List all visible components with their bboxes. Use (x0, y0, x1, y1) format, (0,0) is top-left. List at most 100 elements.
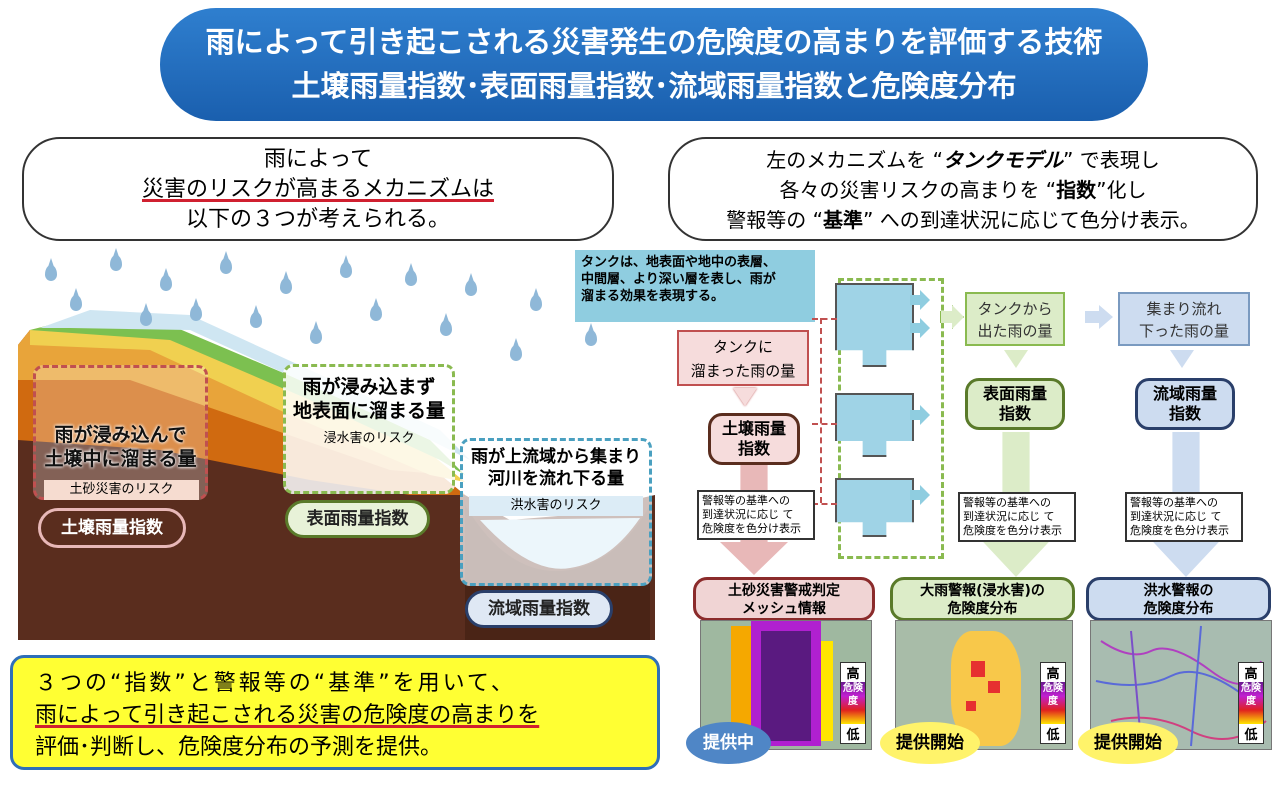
product-title-surface: 大雨警報(浸水害)の 危険度分布 (890, 577, 1075, 621)
surface-risk-label: 浸水害のリスク (323, 431, 415, 446)
tank-desc-line2: 中間層、より深い層を表し、雨が (581, 272, 776, 287)
river-risk-label: 洪水害のリスク (469, 496, 643, 516)
raindrop-icon (190, 298, 202, 321)
note-soil-2: 到達状況に応じ て (702, 508, 794, 521)
product-river-line2: 危険度分布 (1143, 601, 1214, 617)
soil-risk-label: 土砂災害のリスク (44, 480, 199, 500)
flowdown-label-2: 下った雨の量 (1138, 322, 1229, 340)
soil-index-box-1: 土壌雨量 (721, 419, 786, 438)
river-index-box-2: 指数 (1168, 404, 1201, 423)
raindrop-icon (310, 321, 322, 344)
rb-l1c: ” で表現し (1063, 148, 1160, 172)
summary-line2: 雨によって引き起こされる災害の危険度の高まりを (35, 703, 540, 728)
raindrop-icon (160, 268, 172, 291)
note-soil-1: 警報等の基準への (702, 494, 790, 507)
legend-low: 低 (1244, 728, 1258, 743)
left-bubble-line2: 災害のリスクが高まるメカニズムは (141, 177, 494, 202)
left-bubble-line1: 雨によって (263, 147, 373, 172)
title-banner: 雨によって引き起こされる災害発生の危険度の高まりを評価する技術 土壌雨量指数･表… (160, 8, 1148, 121)
down-arrow-icon (1004, 350, 1028, 368)
legend-surface: 高 危険度 低 (1040, 662, 1066, 744)
left-bubble-line3: 以下の３つが考えられる。 (185, 207, 450, 232)
right-arrow-icon (910, 405, 930, 425)
note-river-1: 警報等の基準への (1130, 496, 1218, 509)
raindrop-icon (70, 288, 82, 311)
note-river-2: 到達状況に応じ て (1130, 510, 1222, 523)
raindrop-icon (220, 251, 232, 274)
river-callout: 雨が上流域から集まり 河川を流れ下る量 洪水害のリスク (460, 438, 652, 586)
status-badge-soil: 提供中 (686, 722, 771, 764)
product-surface-line2: 危険度分布 (947, 601, 1018, 617)
rb-l1b: タンクモデル (943, 148, 1063, 172)
note-surface-3: 危険度を色分け表示 (963, 524, 1062, 537)
surface-index-box-1: 表面雨量 (982, 384, 1047, 403)
legend-river: 高 危険度 低 (1238, 662, 1264, 744)
raindrop-icon (440, 313, 452, 336)
surface-callout-line1: 雨が浸み込まず (302, 376, 436, 398)
rb-l1a: 左のメカニズムを “ (766, 148, 943, 172)
product-surface-line1: 大雨警報(浸水害)の (920, 583, 1045, 599)
title-line1: 雨によって引き起こされる災害発生の危険度の高まりを評価する技術 (205, 25, 1103, 59)
river-index-pill: 流域雨量指数 (465, 590, 613, 628)
summary-line3: 評価･判断し、危険度分布の予測を提供。 (35, 735, 443, 760)
soil-callout-line1: 雨が浸み込んで (54, 424, 187, 446)
river-callout-line1: 雨が上流域から集まり (471, 447, 641, 467)
note-river-3: 危険度を色分け表示 (1130, 524, 1229, 537)
outflow-label-2: 出た雨の量 (977, 322, 1053, 340)
legend-high: 高 (1244, 667, 1258, 682)
soil-index-pill: 土壌雨量指数 (38, 508, 186, 548)
legend-label: 危険度 (1239, 682, 1263, 724)
right-arrow-icon (910, 485, 930, 505)
legend-low: 低 (1046, 728, 1060, 743)
raindrop-icon (465, 273, 477, 296)
status-badge-surface: 提供開始 (880, 722, 980, 764)
summary-line1: ３つの“指数”と警報等の“基準”を用いて、 (35, 671, 516, 696)
right-arrow-icon (910, 290, 930, 310)
tank-desc-line3: 溜まる効果を表現する。 (581, 289, 725, 304)
soil-index-box: 土壌雨量 指数 (708, 413, 800, 465)
flowdown-label-1: 集まり流れ (1146, 300, 1222, 318)
raindrop-icon (250, 305, 262, 328)
outflow-label: タンクから 出た雨の量 (965, 292, 1065, 346)
raindrop-icon (530, 288, 542, 311)
note-soil-3: 危険度を色分け表示 (702, 522, 801, 535)
stored-label-1: タンクに (712, 338, 773, 356)
river-index-box-1: 流域雨量 (1152, 384, 1217, 403)
right-arrow-icon (910, 318, 930, 338)
soil-callout-line2: 土壌中に溜まる量 (44, 448, 197, 470)
legend-label: 危険度 (1041, 682, 1065, 724)
status-badge-river: 提供開始 (1078, 722, 1178, 764)
legend-label: 危険度 (841, 682, 865, 724)
threshold-note-river: 警報等の基準への 到達状況に応じ て 危険度を色分け表示 (1125, 492, 1243, 542)
summary-box: ３つの“指数”と警報等の“基準”を用いて、 雨によって引き起こされる災害の危険度… (10, 655, 660, 770)
stored-rain-label: タンクに 溜まった雨の量 (677, 330, 809, 386)
stored-label-2: 溜まった雨の量 (690, 362, 796, 380)
surface-index-pill: 表面雨量指数 (285, 500, 430, 538)
rb-l2b: 指数 (1056, 178, 1097, 202)
rb-l3c: ” への到達状況に応じて色分け表示。 (863, 208, 1200, 232)
raindrop-icon (510, 338, 522, 361)
legend-high: 高 (846, 667, 860, 682)
down-arrow-red (730, 388, 760, 408)
raindrop-icon (585, 323, 597, 346)
raindrop-icon (140, 303, 152, 326)
rb-l3a: 警報等の “ (726, 208, 823, 232)
raindrop-icon (340, 255, 352, 278)
raindrop-icon (405, 263, 417, 286)
flowdown-label: 集まり流れ 下った雨の量 (1118, 292, 1250, 346)
surface-callout-line2: 地表面に溜まる量 (292, 400, 445, 422)
product-river-line1: 洪水警報の (1143, 583, 1214, 599)
rb-l3b: 基準 (823, 208, 863, 232)
title-line2: 土壌雨量指数･表面雨量指数･流域雨量指数と危険度分布 (291, 69, 1017, 103)
right-arrow-icon (1085, 305, 1113, 329)
soil-callout: 雨が浸み込んで 土壌中に溜まる量 土砂災害のリスク (33, 365, 208, 500)
product-soil-line2: メッシュ情報 (742, 601, 826, 617)
product-title-river: 洪水警報の 危険度分布 (1086, 577, 1271, 621)
surface-index-box-2: 指数 (998, 404, 1031, 423)
surface-index-box: 表面雨量 指数 (965, 378, 1065, 430)
outflow-label-1: タンクから (977, 300, 1053, 318)
surface-callout: 雨が浸み込まず 地表面に溜まる量 浸水害のリスク (283, 364, 455, 494)
threshold-note-soil: 警報等の基準への 到達状況に応じ て 危険度を色分け表示 (697, 490, 815, 540)
soil-index-box-2: 指数 (737, 439, 770, 458)
raindrop-icon (45, 258, 57, 281)
